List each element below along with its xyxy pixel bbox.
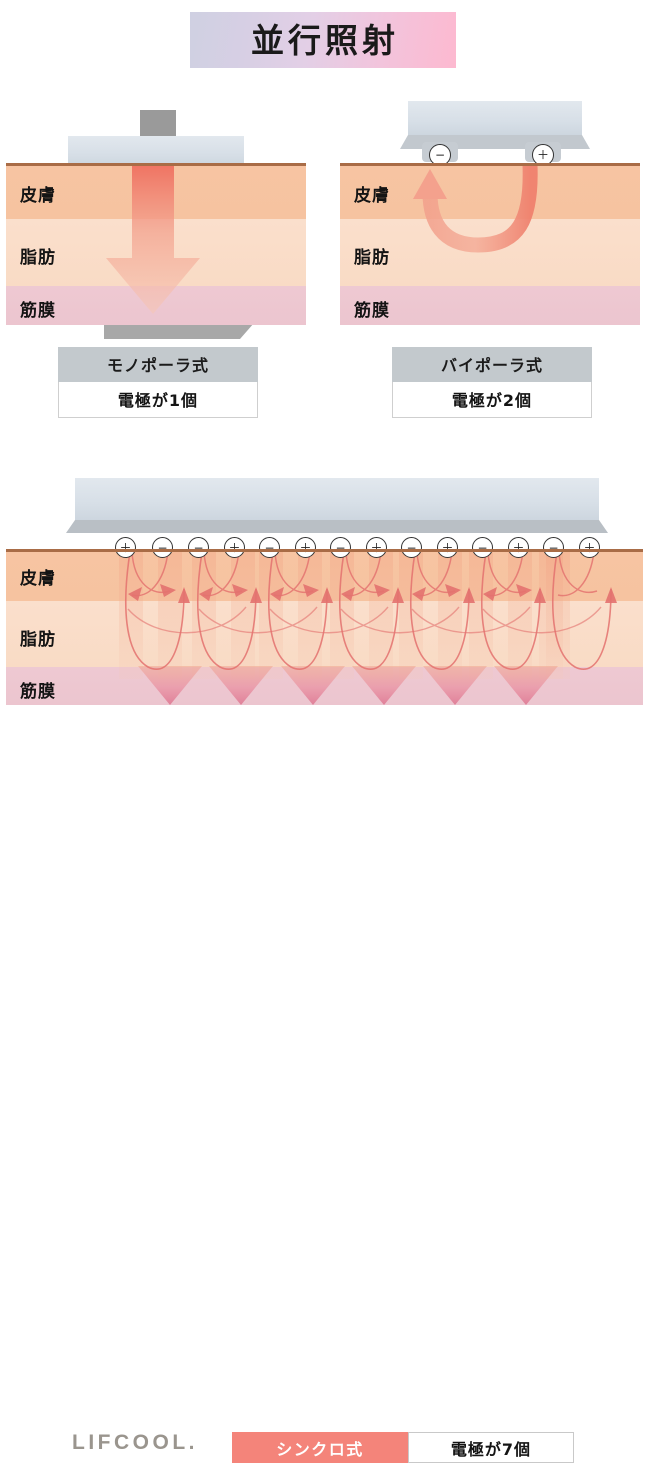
electrode-12[interactable]: ＋ <box>508 537 529 558</box>
tissue-block-synchro: 皮膚 脂肪 筋膜 <box>6 549 643 705</box>
electrode-1[interactable]: ＋ <box>115 537 136 558</box>
synchro-type-badge: シンクロ式 <box>232 1432 408 1463</box>
electrode-positive[interactable]: ＋ <box>532 144 554 166</box>
caption-bipolar-title: バイポーラ式 <box>392 347 592 382</box>
layer-fascia <box>340 286 640 325</box>
electrode-13[interactable]: − <box>543 537 564 558</box>
monopolar-connector <box>140 110 176 138</box>
layer-label-fat: 脂肪 <box>20 248 56 268</box>
diagram-canvas: 並行照射 <box>0 12 649 1463</box>
layer-label-skin: 皮膚 <box>354 186 390 206</box>
layer-skin <box>340 163 640 219</box>
return-pad-monopolar <box>104 323 254 339</box>
page-title-band: 並行照射 <box>190 12 456 68</box>
caption-monopolar-body: 電極が1個 <box>58 382 258 418</box>
synchro-handpiece-foot <box>66 520 608 533</box>
layer-label-fat: 脂肪 <box>20 630 56 650</box>
bipolar-handpiece <box>408 101 582 135</box>
current-arc-bipolar <box>413 164 538 253</box>
layer-skin <box>6 549 643 601</box>
electrode-9[interactable]: − <box>401 537 422 558</box>
electrode-8[interactable]: ＋ <box>366 537 387 558</box>
electrode-2[interactable]: − <box>152 537 173 558</box>
skin-surface-line <box>340 163 640 166</box>
electrode-10[interactable]: ＋ <box>437 537 458 558</box>
caption-monopolar-title: モノポーラ式 <box>58 347 258 382</box>
electrode-11[interactable]: − <box>472 537 493 558</box>
caption-monopolar: モノポーラ式 電極が1個 <box>58 347 258 418</box>
electrode-3[interactable]: − <box>188 537 209 558</box>
caption-bipolar: バイポーラ式 電極が2個 <box>392 347 592 418</box>
tissue-block-bipolar: 皮膚 脂肪 筋膜 <box>340 163 640 325</box>
electrode-5[interactable]: − <box>259 537 280 558</box>
skin-surface-line <box>6 163 306 166</box>
layer-label-fascia: 筋膜 <box>20 301 56 321</box>
electrode-6[interactable]: ＋ <box>295 537 316 558</box>
layer-fat <box>340 219 640 286</box>
layer-label-fat: 脂肪 <box>354 248 390 268</box>
synchro-field-graphics <box>119 549 617 705</box>
layer-label-fascia: 筋膜 <box>354 301 390 321</box>
electrode-14[interactable]: ＋ <box>579 537 600 558</box>
caption-bipolar-body: 電極が2個 <box>392 382 592 418</box>
monopolar-handpiece <box>68 136 244 166</box>
layer-label-fascia: 筋膜 <box>20 682 56 702</box>
layer-label-skin: 皮膚 <box>20 186 56 206</box>
layer-label-skin: 皮膚 <box>20 569 56 589</box>
energy-arrow-down <box>106 166 200 314</box>
skin-surface-line <box>6 549 643 552</box>
page-title: 並行照射 <box>251 20 399 60</box>
brand-logo: LIFCOOL. <box>72 1431 198 1454</box>
electrode-4[interactable]: ＋ <box>224 537 245 558</box>
tissue-block-monopolar: 皮膚 脂肪 筋膜 <box>6 163 306 325</box>
synchro-handpiece <box>75 478 599 520</box>
electrode-7[interactable]: − <box>330 537 351 558</box>
footer-bar: LIFCOOL. シンクロ式 電極が7個 <box>0 706 649 1463</box>
synchro-electrode-count: 電極が7個 <box>408 1432 574 1463</box>
